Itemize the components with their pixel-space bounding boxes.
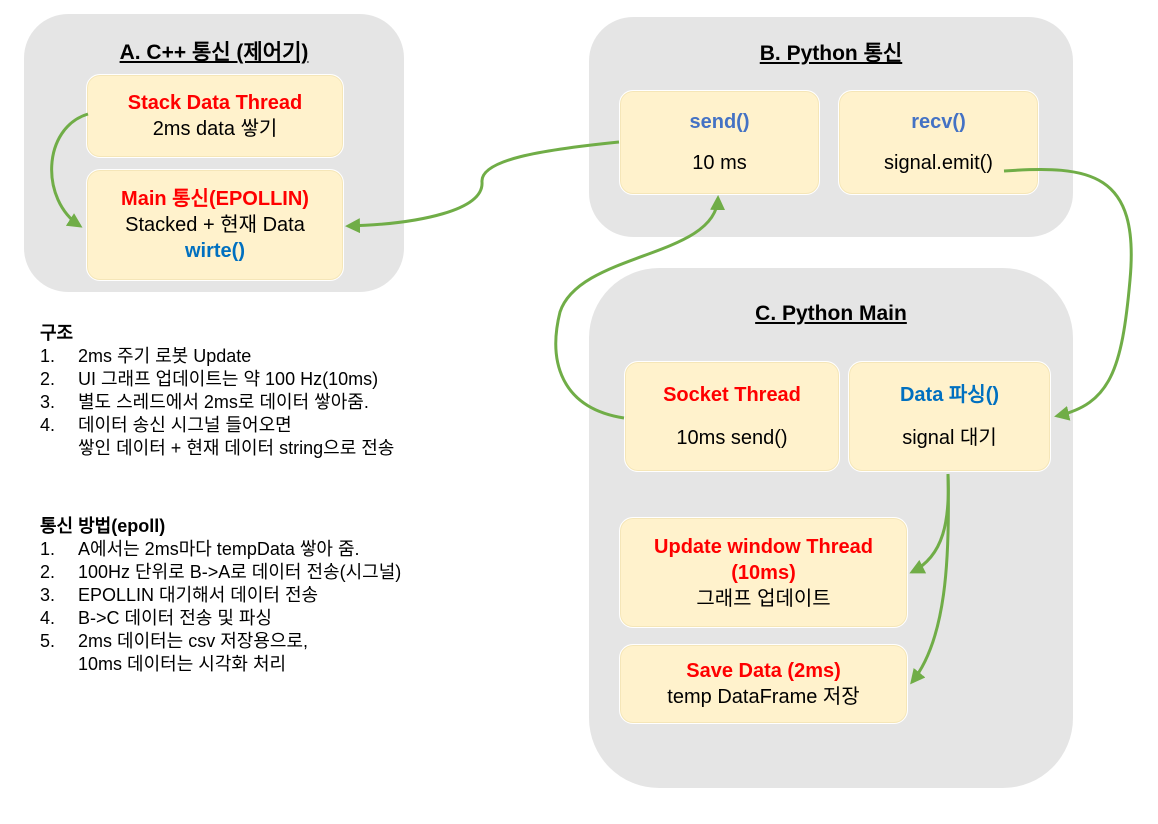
structure-notes: 구조 1.2ms 주기 로봇 Update 2.UI 그래프 업데이트는 약 1… <box>40 322 510 460</box>
main-comm-title: Main 통신(EPOLLIN) <box>121 188 309 210</box>
arrow-recv-to-parse <box>1003 168 1133 421</box>
group-c-title: C. Python Main <box>755 302 907 325</box>
save-data-title: Save Data (2ms) <box>686 660 841 682</box>
save-data-line: temp DataFrame 저장 <box>667 686 860 708</box>
main-comm-line: Stacked + 현재 Data <box>125 214 305 236</box>
arrow-stack-to-main <box>50 112 89 228</box>
arrow-parse-to-save <box>910 473 950 685</box>
comm-method-item: 1.A에서는 2ms마다 tempData 쌓아 줌. <box>40 539 360 559</box>
group-a-title: A. C++ 통신 (제어기) <box>119 41 309 64</box>
main-comm-box: Main 통신(EPOLLIN) Stacked + 현재 Data wirte… <box>86 169 344 281</box>
comm-method-notes: 통신 방법(epoll) 1.A에서는 2ms마다 tempData 쌓아 줌.… <box>40 515 510 676</box>
update-window-box: Update window Thread (10ms) 그래프 업데이트 <box>619 517 908 628</box>
stack-data-thread-title: Stack Data Thread <box>127 92 303 114</box>
recv-func: recv() <box>911 110 966 133</box>
comm-method-item: 4.B->C 데이터 전송 및 파싱 <box>40 608 272 628</box>
stack-data-thread-line: 2ms data 쌓기 <box>152 118 278 140</box>
structure-item: 2.UI 그래프 업데이트는 약 100 Hz(10ms) <box>40 369 379 389</box>
socket-thread-title: Socket Thread <box>663 384 801 407</box>
comm-method-heading: 통신 방법(epoll) <box>40 516 166 536</box>
socket-thread-line: 10ms send() <box>676 426 788 449</box>
arrow-send-to-main <box>345 140 620 234</box>
send-box: send() 10 ms <box>619 90 820 195</box>
data-parse-box: Data 파싱() signal 대기 <box>848 361 1051 472</box>
comm-method-item: 5.2ms 데이터는 csv 저장용으로,10ms 데이터는 시각화 처리 <box>40 631 309 674</box>
structure-item: 1.2ms 주기 로봇 Update <box>40 346 252 366</box>
recv-line: signal.emit() <box>884 152 993 175</box>
update-window-title2: (10ms) <box>731 561 796 584</box>
main-comm-func: wirte() <box>185 240 245 262</box>
arrow-socket-to-send <box>554 195 726 420</box>
recv-box: recv() signal.emit() <box>838 90 1039 195</box>
save-data-box: Save Data (2ms) temp DataFrame 저장 <box>619 644 908 724</box>
arrow-parse-to-update <box>909 473 950 574</box>
update-window-title: Update window Thread <box>654 535 873 558</box>
group-b-title: B. Python 통신 <box>759 42 903 65</box>
structure-heading: 구조 <box>40 323 74 343</box>
data-parse-line: signal 대기 <box>902 426 997 449</box>
comm-method-item: 2.100Hz 단위로 B->A로 데이터 전송(시그널) <box>40 562 402 582</box>
data-parse-func: Data 파싱() <box>899 384 1000 407</box>
send-line: 10 ms <box>692 152 747 175</box>
comm-method-item: 3.EPOLLIN 대기해서 데이터 전송 <box>40 585 319 605</box>
send-func: send() <box>689 110 750 133</box>
structure-item: 3.별도 스레드에서 2ms로 데이터 쌓아줌. <box>40 392 369 412</box>
update-window-line: 그래프 업데이트 <box>696 587 831 610</box>
socket-thread-box: Socket Thread 10ms send() <box>624 361 840 472</box>
stack-data-thread-box: Stack Data Thread 2ms data 쌓기 <box>86 74 344 158</box>
